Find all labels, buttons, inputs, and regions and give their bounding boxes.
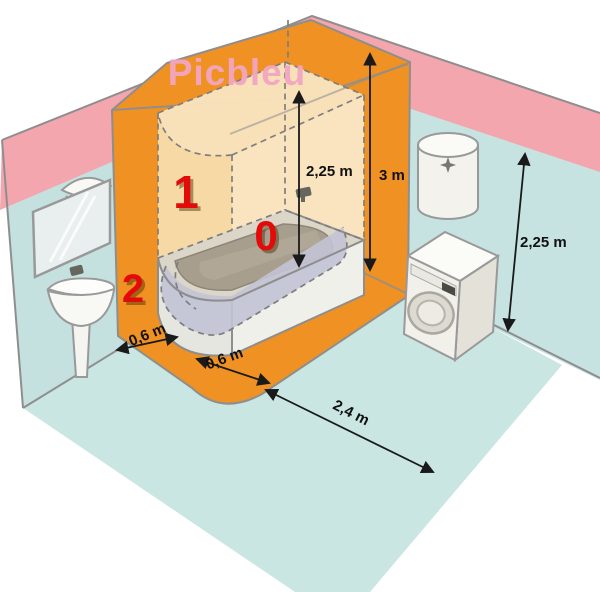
washer-door-icon <box>407 291 455 335</box>
dim-right-wall-label: 2,25 m <box>520 234 567 251</box>
dim-room-height-label: 3 m <box>379 167 405 184</box>
dim-band-left-arrow <box>115 332 179 355</box>
sink-faucet-icon <box>69 264 84 276</box>
zone0-label: 0 <box>254 212 277 259</box>
zone2-label-shadow: 2 <box>125 270 147 314</box>
dim-band-front-arrow <box>195 356 271 386</box>
water-heater <box>417 132 479 220</box>
picbleu-watermark: Picbleu <box>168 52 307 93</box>
dim-floor-clearance-arrow <box>264 388 435 474</box>
washing-machine <box>402 230 501 363</box>
dim-volume1-height-label: 2,25 m <box>306 163 353 180</box>
mirror <box>31 178 112 279</box>
dimension-arrows <box>115 51 531 474</box>
zone1-label: 1 <box>173 166 199 218</box>
shower-icon <box>440 157 456 173</box>
pedestal-sink <box>46 264 116 378</box>
zone1-label-shadow: 1 <box>176 169 202 221</box>
zone2-label: 2 <box>122 267 144 311</box>
zone2-slab-foot <box>361 271 409 295</box>
zone0-label-shadow: 0 <box>257 215 280 262</box>
wall-left-edge <box>1 139 24 409</box>
zone-labels: 1 1 0 0 2 2 <box>122 166 281 314</box>
ceiling-edge <box>1 14 600 141</box>
dim-right-wall-arrow <box>502 151 531 333</box>
